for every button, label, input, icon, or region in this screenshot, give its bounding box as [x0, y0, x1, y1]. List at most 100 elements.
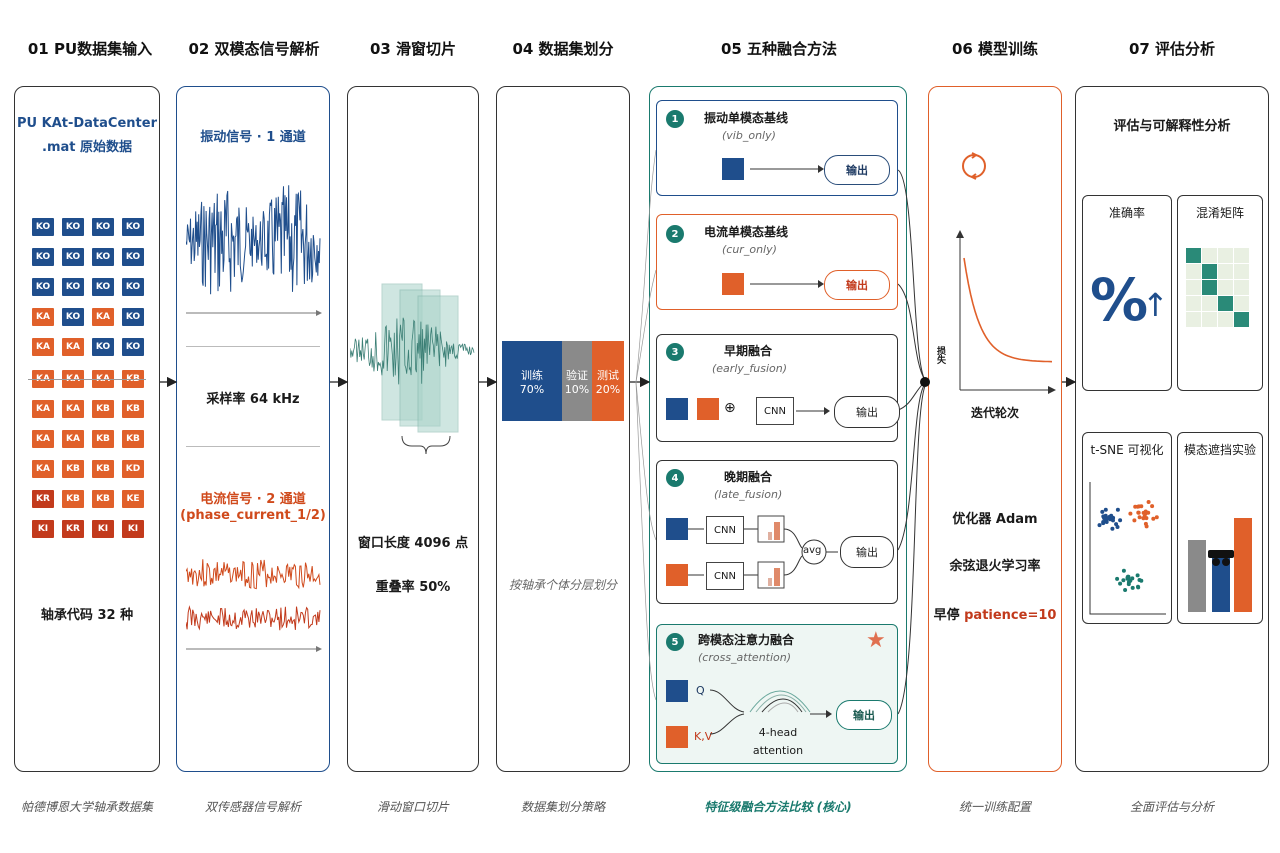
method-5-code: (cross_attention) — [698, 651, 792, 664]
bearing-code-chip: KA — [92, 308, 114, 326]
signal-divider-1 — [186, 346, 320, 347]
confusion-cell — [1202, 312, 1217, 327]
confusion-cell — [1186, 264, 1201, 279]
col4-title: 04 数据集划分 — [512, 40, 614, 58]
split-train-label: 训练 — [521, 368, 543, 382]
tsne-point — [1132, 518, 1137, 523]
bearing-code-chip: KO — [122, 338, 144, 356]
bearing-code-chip: KO — [92, 278, 114, 296]
attn-query-block — [666, 680, 688, 702]
bearing-code-chip: KI — [32, 520, 54, 538]
tsne-point — [1135, 573, 1140, 578]
bearing-code-chip: KB — [62, 460, 84, 478]
col7-title: 07 评估分析 — [1128, 40, 1216, 58]
bearing-code-chip: KB — [92, 490, 114, 508]
bearing-code-chip: KO — [92, 248, 114, 266]
current-trace-2 — [186, 605, 321, 631]
window-length: 窗口长度 4096 点 — [357, 536, 469, 551]
bearing-code-chip: KO — [62, 218, 84, 236]
late-vib-block — [666, 518, 688, 540]
bearing-code-chip: KA — [32, 460, 54, 478]
bearing-code-chip: KB — [92, 430, 114, 448]
bearing-code-chip: KO — [62, 278, 84, 296]
accuracy-card — [1082, 195, 1172, 391]
tsne-point — [1118, 581, 1123, 586]
confusion-cell — [1218, 296, 1233, 311]
confusion-cell — [1202, 248, 1217, 263]
confusion-matrix-title: 混淆矩阵 — [1195, 206, 1244, 220]
tsne-point — [1110, 526, 1115, 531]
current-waveform — [186, 559, 321, 631]
split-train-pct: 70% — [519, 382, 545, 396]
confusion-cell — [1218, 312, 1233, 327]
vibration-label: 振动信号 · 1 通道 — [200, 130, 306, 145]
vibration-waveform — [186, 185, 321, 295]
tsne-point — [1115, 507, 1120, 512]
confusion-cell — [1234, 312, 1249, 327]
tsne-point — [1100, 509, 1105, 514]
tsne-point — [1137, 578, 1142, 582]
bearing-code-chip: KA — [62, 400, 84, 418]
confusion-cell — [1186, 312, 1201, 327]
bearing-code-chip: KB — [92, 400, 114, 418]
current-trace-1 — [186, 559, 321, 590]
confusion-cell — [1234, 296, 1249, 311]
tsne-point — [1146, 500, 1151, 504]
tsne-point — [1136, 584, 1140, 589]
split-bar: 训练 70% 验证 10% 测试 20% — [502, 341, 624, 421]
late-avg-op: avg — [803, 545, 822, 556]
bearing-code-chip: KA — [32, 400, 54, 418]
late-cnn-cur: CNN — [706, 562, 744, 590]
confusion-cell — [1218, 280, 1233, 295]
vibration-axis — [186, 310, 322, 316]
method-4-number: 4 — [666, 469, 684, 487]
current-label: 电流信号 · 2 通道 — [200, 492, 306, 507]
loss-curve — [956, 230, 1056, 394]
confusion-cell — [1202, 296, 1217, 311]
bearing-code-chip: KR — [32, 490, 54, 508]
lr-schedule: 余弦退火学习率 — [949, 559, 1041, 574]
refresh-icon — [962, 152, 986, 180]
tsne-point — [1114, 522, 1119, 527]
bearing-code-chip: KO — [122, 308, 144, 326]
early-stopping-label: 早停 — [933, 608, 960, 623]
method-3-number: 3 — [666, 343, 684, 361]
tsne-axes — [1089, 482, 1166, 615]
tsne-point — [1118, 518, 1123, 523]
tsne-point — [1144, 516, 1149, 521]
method-2-output: 输出 — [824, 270, 890, 300]
tsne-point — [1103, 507, 1108, 512]
panel-split — [496, 86, 630, 772]
confusion-cell — [1234, 248, 1249, 263]
tsne-title: t-SNE 可视化 — [1090, 443, 1164, 457]
early-stopping: 早停 patience=10 — [928, 604, 1062, 623]
confusion-cell — [1234, 280, 1249, 295]
bearing-code-chip: KO — [92, 218, 114, 236]
window-signal-trace — [350, 317, 475, 385]
sliding-window-illustration — [350, 283, 475, 455]
up-arrow-icon: ↑ — [1142, 286, 1169, 324]
tsne-point — [1128, 511, 1133, 516]
epoch-axis-label: 迭代轮次 — [970, 406, 1019, 420]
col1-title: 01 PU数据集输入 — [27, 40, 153, 58]
vibration-trace — [186, 185, 321, 295]
tsne-point — [1115, 576, 1120, 581]
bearing-code-chip: KB — [92, 460, 114, 478]
tsne-point — [1123, 588, 1128, 592]
early-cnn-block: CNN — [756, 397, 794, 425]
method-5-number: 5 — [666, 633, 684, 651]
bearing-code-chip: KO — [122, 248, 144, 266]
bearing-code-chip: KA — [62, 430, 84, 448]
bearing-code-chip: KR — [62, 520, 84, 538]
col2-footer: 双传感器信号解析 — [204, 800, 301, 814]
tsne-point — [1128, 578, 1133, 583]
method-3-title: 早期融合 — [724, 344, 773, 358]
tsne-point — [1097, 523, 1102, 528]
ablation-title: 模态遮挡实验 — [1183, 443, 1256, 457]
signal-divider-2 — [186, 446, 320, 447]
early-vib-block — [666, 398, 688, 420]
col6-footer: 统一训练配置 — [958, 800, 1031, 814]
method-1-output: 输出 — [824, 155, 890, 185]
confusion-cell — [1186, 296, 1201, 311]
